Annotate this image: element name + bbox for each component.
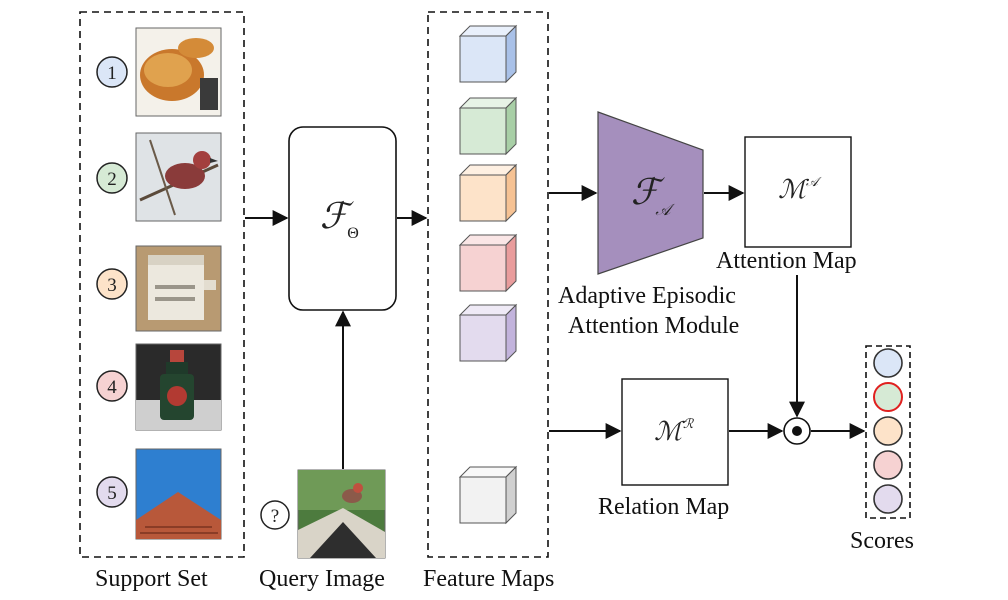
relation-map-superscript: ℛ <box>683 416 695 431</box>
relation-map-block: ℳ ℛ <box>621 378 729 486</box>
support-item-1: 1 <box>96 27 222 117</box>
support-number-circle <box>96 370 128 402</box>
hadamard-operator <box>783 417 811 445</box>
feature-cube-2 <box>458 96 518 156</box>
module-label-line1: Adaptive Episodic <box>558 283 736 309</box>
backbone-block: ℱ Θ <box>288 126 397 311</box>
attention-map-superscript: 𝒜 <box>806 174 822 189</box>
support-number-circle <box>96 268 128 300</box>
support-number-circle <box>96 476 128 508</box>
score-circle <box>873 450 903 480</box>
support-set-label: Support Set <box>95 566 208 592</box>
feature-maps-label: Feature Maps <box>423 566 555 592</box>
support-image-bread <box>135 27 222 117</box>
score-circle <box>873 348 903 378</box>
relation-map-label: Relation Map <box>598 494 730 520</box>
feature-maps-box <box>427 11 549 558</box>
query-item: ? <box>260 469 386 559</box>
support-set-box <box>79 11 245 558</box>
support-image-photocopier <box>135 245 222 332</box>
query-image-label: Query Image <box>259 566 385 592</box>
support-item-4: 4 <box>96 343 222 431</box>
feature-cube-1 <box>458 24 518 84</box>
support-item-2: 2 <box>96 132 222 222</box>
attention-map-symbol: ℳ <box>778 175 809 204</box>
support-item-5: 5 <box>96 448 222 540</box>
support-number: 1 <box>107 63 117 84</box>
scores-box <box>865 345 911 519</box>
backbone-subscript: Θ <box>347 225 359 242</box>
feature-cube-query <box>458 465 518 525</box>
attention-map-block: ℳ 𝒜 <box>744 136 852 248</box>
support-number: 3 <box>107 275 117 296</box>
support-number: 4 <box>107 377 117 398</box>
feature-cube-5 <box>458 303 518 363</box>
support-number: 5 <box>107 483 117 504</box>
support-number-circle <box>96 162 128 194</box>
query-mark-circle <box>260 500 290 530</box>
support-number: 2 <box>107 169 117 190</box>
query-image-bird <box>297 469 386 559</box>
score-circle <box>873 484 903 514</box>
score-circle <box>873 416 903 446</box>
feature-cube-4 <box>458 233 518 293</box>
score-circle <box>873 382 903 412</box>
relation-map-symbol: ℳ <box>654 417 685 446</box>
feature-cube-3 <box>458 163 518 223</box>
attention-module-block: ℱ 𝒜 <box>597 111 704 275</box>
attention-map-label: Attention Map <box>716 248 857 274</box>
module-subscript: 𝒜 <box>655 202 675 219</box>
module-label-line2: Attention Module <box>568 313 740 339</box>
query-mark: ? <box>271 506 279 527</box>
support-image-bird <box>135 132 222 222</box>
scores-label: Scores <box>850 528 914 554</box>
support-number-circle <box>96 56 128 88</box>
support-item-3: 3 <box>96 245 222 332</box>
support-image-roof <box>135 448 222 540</box>
support-image-bottle <box>135 343 222 431</box>
